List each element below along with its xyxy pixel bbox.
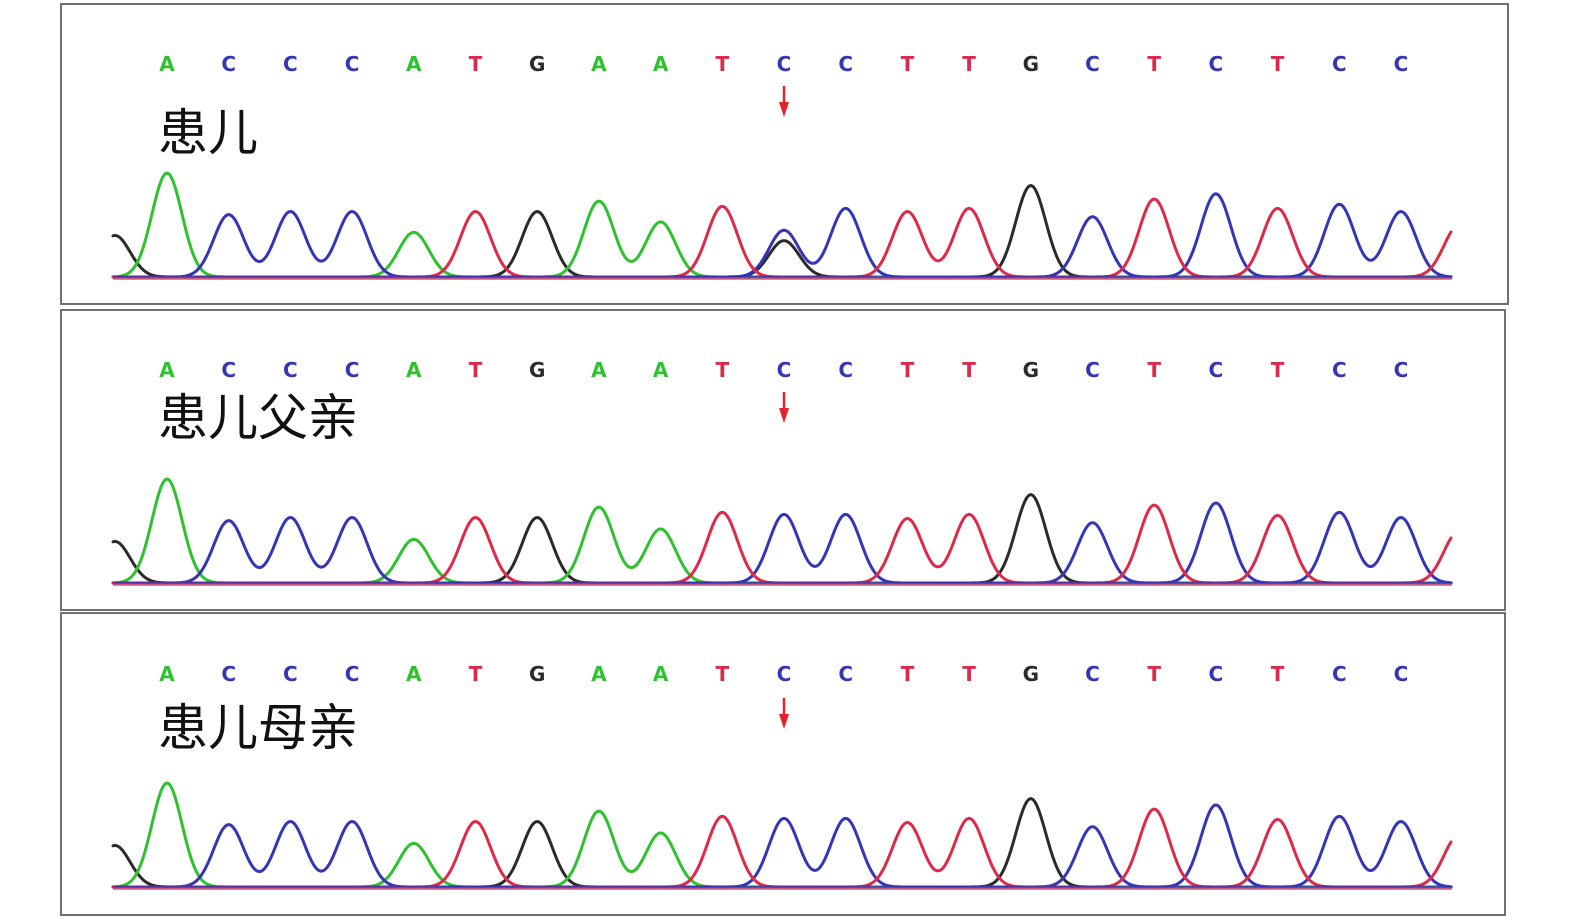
trace-c — [111, 192, 1453, 279]
base-call-letter: T — [1147, 358, 1161, 382]
panel-father: A C C C A T G A A T C C T T G C T C T C C 患儿父亲 — [60, 309, 1506, 611]
base-call-letter: C — [345, 52, 360, 76]
base-call-letter: T — [715, 358, 729, 382]
base-call-letter: T — [469, 358, 483, 382]
base-call-letter: C — [221, 662, 236, 686]
panel-frame — [60, 612, 1506, 916]
base-call-letter: C — [1394, 662, 1409, 686]
base-call-letter: T — [1271, 358, 1285, 382]
base-call-letter: C — [1209, 662, 1224, 686]
panel-mother: A C C C A T G A A T C C T T G C T C T C C 患儿母亲 — [60, 612, 1506, 916]
panel-label-proband: 患儿 — [158, 104, 258, 162]
base-call-letter: G — [1023, 662, 1039, 686]
chromatogram-traces — [111, 171, 1453, 280]
base-call-letter: C — [777, 662, 792, 686]
base-call-letter: T — [901, 358, 915, 382]
base-call-letter: A — [591, 662, 607, 686]
base-call-letter: T — [469, 662, 483, 686]
panel-proband: A C C C A T G A A T C C T T G C T C T C C 患儿 — [60, 3, 1509, 305]
mutation-arrow — [779, 392, 789, 423]
base-call-letter: T — [715, 662, 729, 686]
base-call-letter: C — [1209, 358, 1224, 382]
base-call-letter: G — [529, 662, 545, 686]
base-call-letter: C — [221, 358, 236, 382]
base-call-letter: T — [1147, 662, 1161, 686]
base-call-letter: C — [283, 662, 298, 686]
base-call-letter: T — [962, 52, 976, 76]
base-call-letter: G — [1023, 358, 1039, 382]
base-call-letter: C — [1332, 662, 1347, 686]
base-call-letter: C — [777, 52, 792, 76]
base-call-letter: T — [469, 52, 483, 76]
base-call-letter: C — [1085, 358, 1100, 382]
base-call-letter: G — [1023, 52, 1039, 76]
base-call-letter: C — [345, 662, 360, 686]
chromatogram-traces — [111, 477, 1453, 586]
base-call-letter: A — [406, 358, 422, 382]
arrow-head — [779, 408, 789, 423]
base-call-letter: C — [1085, 52, 1100, 76]
panel-frame — [60, 309, 1506, 611]
mutation-arrow — [779, 86, 789, 117]
base-call-letter: A — [406, 52, 422, 76]
arrow-head — [779, 714, 789, 729]
panel-label-father: 患儿父亲 — [158, 389, 358, 447]
base-call-letter: T — [1271, 662, 1285, 686]
base-call-letter: A — [159, 52, 175, 76]
base-call-letter: C — [838, 52, 853, 76]
base-call-letter: A — [653, 662, 669, 686]
base-call-letter: G — [529, 52, 545, 76]
base-call-letter: C — [1394, 358, 1409, 382]
base-call-letter: T — [1147, 52, 1161, 76]
base-call-letter: A — [159, 662, 175, 686]
mutation-arrow — [779, 698, 789, 729]
chromatogram-traces — [111, 781, 1453, 890]
base-call-letter: T — [962, 358, 976, 382]
arrow-head — [779, 102, 789, 117]
base-call-letter: T — [715, 52, 729, 76]
base-call-letter: A — [591, 358, 607, 382]
base-call-letter: T — [901, 52, 915, 76]
trace-c — [111, 501, 1453, 585]
base-call-letter: A — [591, 52, 607, 76]
base-call-letter: C — [1332, 52, 1347, 76]
base-call-letter: C — [1085, 662, 1100, 686]
base-call-letter: C — [838, 662, 853, 686]
trace-c — [111, 803, 1453, 889]
base-call-letter: C — [838, 358, 853, 382]
base-call-letter: C — [777, 358, 792, 382]
panel-label-mother: 患儿母亲 — [158, 699, 358, 757]
base-call-letter: G — [529, 358, 545, 382]
base-call-letter: C — [1394, 52, 1409, 76]
base-call-letter: C — [283, 52, 298, 76]
base-call-letter: C — [1209, 52, 1224, 76]
base-call-letter: T — [1271, 52, 1285, 76]
base-call-letter: C — [345, 358, 360, 382]
base-call-letter: A — [653, 52, 669, 76]
base-call-letter: T — [962, 662, 976, 686]
base-call-letter: C — [221, 52, 236, 76]
base-call-letter: T — [901, 662, 915, 686]
base-call-letter: A — [159, 358, 175, 382]
panel-frame — [60, 3, 1509, 305]
base-call-letter: A — [653, 358, 669, 382]
base-call-letter: C — [283, 358, 298, 382]
base-call-letter: A — [406, 662, 422, 686]
base-call-letter: C — [1332, 358, 1347, 382]
